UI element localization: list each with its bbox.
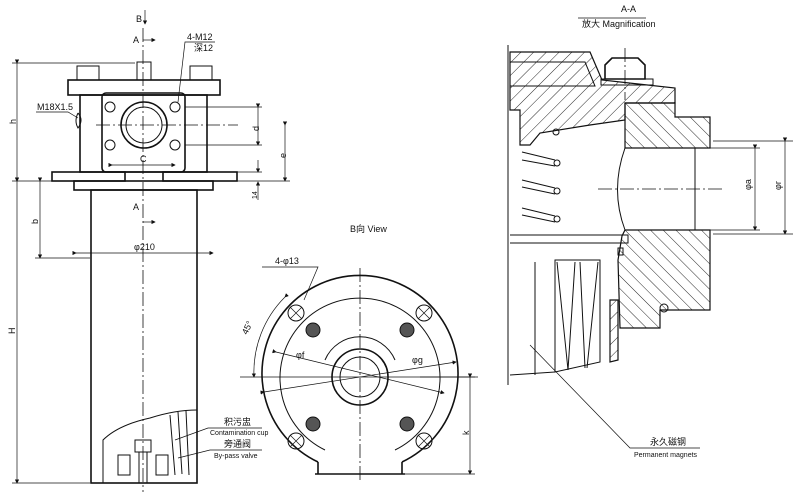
section-title: A-A [621,4,636,14]
dim-a: φa [743,179,753,190]
section-subtitle: 放大 Magnification [582,18,656,29]
body-section-top [624,102,711,149]
dim-r: φr [773,181,783,190]
vent-plug [136,61,152,81]
head-bolt [305,322,415,432]
port-thread-label: M18X1.5 [37,102,73,112]
thread-hole [104,139,116,151]
dim-14: 14 [252,191,259,199]
thread-hole [169,139,181,151]
dim-c: C [140,154,147,164]
top-cover-section [509,51,676,146]
dim-h: h [8,119,18,124]
section-view: A-A 放大 Magnification [507,4,793,459]
section-mark-b: B [136,14,142,24]
front-view: B A A 4-M12 深12 M18X1.5 h d e C 14 b φ21… [7,10,290,492]
bowl-top-ring [73,180,214,191]
inlet-block [101,92,186,173]
dim-g: φg [412,355,423,365]
angle-label: 45° [240,319,255,336]
seal [617,247,624,256]
holes-label: 4-φ13 [275,256,299,266]
o-ring [659,303,669,313]
gauge-port [75,112,82,129]
magnets-en: Permanent magnets [634,452,698,459]
bowl-cutaway [102,409,198,483]
outer-flange [261,274,459,463]
thread-holes-label: 4-M12 [187,32,213,42]
thread-hole [169,101,181,113]
bolt-left [76,65,100,81]
bottom-view-title: B向 View [350,223,387,234]
bolt-right [189,65,213,81]
thread-depth-label: 深12 [194,43,213,53]
body-section-bottom [617,229,711,329]
dim-H: H [7,328,17,335]
mounting-feet [315,462,405,475]
dim-e: e [278,153,288,158]
thread-hole [104,101,116,113]
dim-diameter-210: φ210 [134,242,155,252]
permanent-magnet [534,259,601,375]
filter-bowl [90,189,198,484]
magnets-cn: 永久磁钢 [650,436,686,447]
dim-b: b [30,219,40,224]
dim-d: d [251,126,261,131]
bottom-view: B向 View 4-φ13 45° φf φg k [240,223,478,480]
inner-ring [279,297,441,451]
dim-f: φf [296,350,305,360]
section-mark-a-top: A [133,35,139,45]
base-flange-left [51,171,126,182]
base-flange-right [162,171,238,182]
contamination-cup-cn: 积污盅 [224,416,251,427]
bypass-valve-cn: 旁通阀 [224,438,251,449]
dim-k: k [461,430,471,435]
spring [521,128,561,223]
bypass-valve-en: By-pass valve [214,453,258,460]
section-mark-a-bottom: A [133,202,139,212]
contamination-cup-en: Contamination cup [210,430,268,437]
